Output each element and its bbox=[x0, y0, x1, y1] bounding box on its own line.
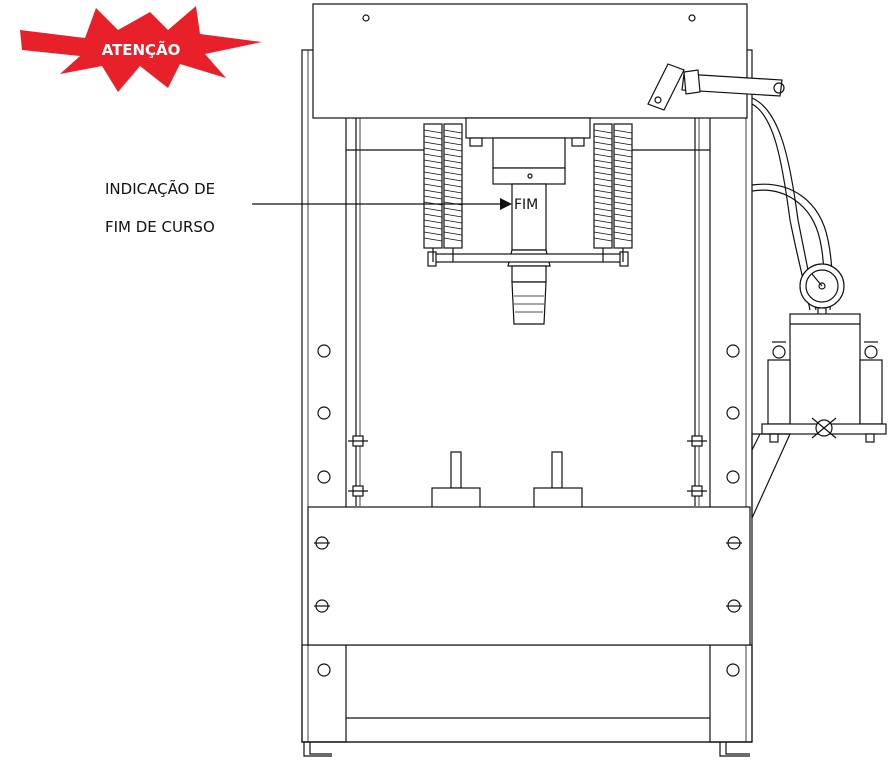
base-frame bbox=[301, 644, 753, 743]
bed-plate bbox=[307, 506, 751, 646]
warning-label: ATENÇÃO bbox=[102, 40, 181, 59]
right-foot bbox=[719, 742, 750, 757]
warning-star-shape bbox=[20, 6, 262, 92]
pressure-gauge bbox=[799, 263, 845, 317]
callout-label-line2: FIM DE CURSO bbox=[105, 218, 215, 236]
stroke-end-marker: FIM bbox=[514, 197, 538, 213]
press-blocks bbox=[431, 451, 583, 509]
right-springs bbox=[593, 123, 633, 262]
stroke-end-callout: INDICAÇÃO DE FIM DE CURSO FIM bbox=[105, 179, 538, 236]
bed-bolts bbox=[314, 536, 742, 613]
pump-lever bbox=[647, 63, 785, 111]
top-crown bbox=[312, 3, 748, 119]
left-springs bbox=[423, 123, 463, 262]
callout-label-line1: INDICAÇÃO DE bbox=[105, 179, 215, 198]
post-holes bbox=[317, 344, 740, 677]
pump-unit bbox=[751, 263, 887, 519]
warning-burst: ATENÇÃO bbox=[20, 6, 262, 92]
cylinder-assembly bbox=[346, 117, 710, 325]
callout-arrowhead bbox=[500, 198, 512, 210]
left-foot bbox=[303, 742, 332, 757]
